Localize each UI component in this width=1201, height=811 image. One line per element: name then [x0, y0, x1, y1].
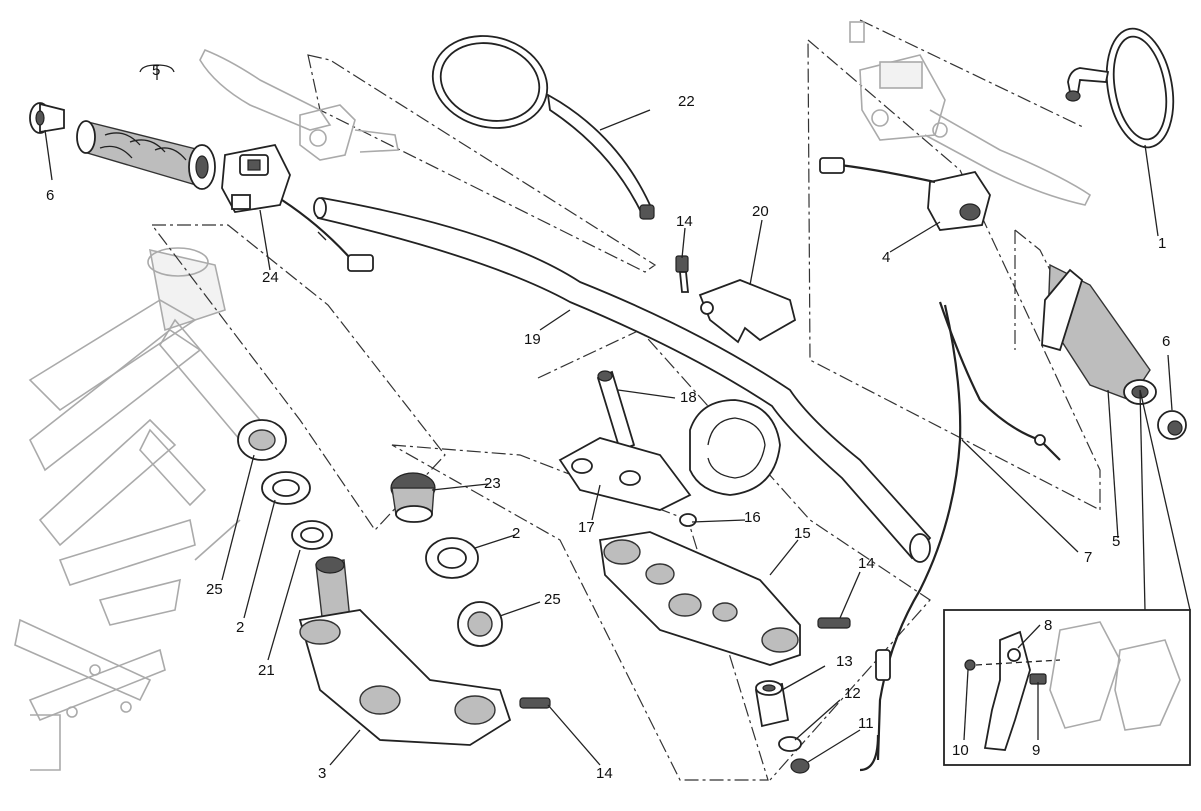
inset-detail-box — [943, 389, 1191, 766]
callout-4: 4 — [882, 249, 890, 266]
callout-labels: 1 2 2 3 4 5 5 6 6 7 8 9 10 11 12 13 14 1… — [46, 62, 1170, 782]
mirror-right — [1065, 27, 1175, 149]
callout-15: 15 — [794, 525, 811, 542]
callout-11: 11 — [858, 715, 874, 732]
callout-10: 10 — [952, 742, 969, 759]
callout-20: 20 — [752, 203, 769, 220]
callout-24: 24 — [262, 269, 279, 286]
callout-5: 5 — [1112, 533, 1120, 550]
grip-left — [76, 120, 216, 190]
callout-19: 19 — [524, 331, 541, 348]
callout-8: 8 — [1044, 617, 1052, 634]
callout-17: 17 — [578, 519, 595, 536]
callout-25: 25 — [206, 581, 223, 598]
callout-12: 12 — [844, 685, 861, 702]
lower-triple-clamp — [298, 556, 551, 746]
stem-nut-stack — [754, 680, 810, 774]
callout-21: 21 — [258, 662, 275, 679]
right-master-cylinder — [849, 21, 1092, 206]
handlebar — [313, 196, 932, 563]
callout-6: 6 — [46, 187, 54, 204]
bar-end-left — [29, 102, 65, 134]
mirror-left — [431, 35, 655, 220]
switch-right — [819, 157, 991, 231]
callout-18: 18 — [680, 389, 697, 406]
callout-7: 7 — [1084, 549, 1092, 566]
left-lever-ghost — [199, 48, 399, 161]
callout-22: 22 — [678, 93, 695, 110]
bar-clamp — [675, 255, 797, 344]
callout-1: 1 — [1158, 235, 1166, 252]
frame-ghost — [14, 247, 262, 771]
callout-13: 13 — [836, 653, 853, 670]
callout-14: 14 — [676, 213, 693, 230]
callout-6: 6 — [1162, 333, 1170, 350]
upper-triple-clamp — [598, 513, 851, 666]
instrument-bracket — [558, 370, 781, 511]
callout-9: 9 — [1032, 742, 1040, 759]
callout-5: 5 — [152, 62, 160, 79]
switch-left — [221, 143, 374, 272]
callout-2: 2 — [512, 525, 520, 542]
grip-right — [1041, 263, 1187, 440]
callout-14: 14 — [596, 765, 613, 782]
callout-14: 14 — [858, 555, 875, 572]
callout-23: 23 — [484, 475, 501, 492]
assembly-lines — [150, 19, 1111, 781]
bearing-stack-middle — [390, 472, 503, 647]
callout-3: 3 — [318, 765, 326, 782]
bearing-stack-left — [237, 419, 333, 550]
callout-25: 25 — [544, 591, 561, 608]
leader-lines — [44, 64, 1173, 766]
callout-2: 2 — [236, 619, 244, 636]
callout-16: 16 — [744, 509, 761, 526]
throttle-cable — [859, 301, 1061, 772]
